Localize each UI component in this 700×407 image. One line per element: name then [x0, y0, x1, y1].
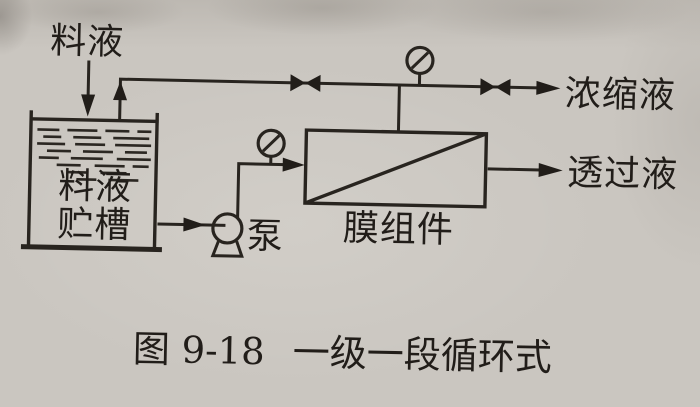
feed-tank: 料液 贮槽 — [20, 110, 162, 253]
pump-pedestal — [210, 240, 244, 258]
valve-icon — [305, 74, 321, 92]
recycle-line — [118, 77, 539, 120]
valve-icon — [480, 78, 496, 96]
liquid-level-hatching — [37, 128, 152, 182]
figure-number: 图 9-18 — [132, 327, 265, 373]
membrane-module-icon — [303, 128, 489, 209]
figure-title: 一级一段循环式 — [292, 331, 552, 379]
tank-rim — [29, 117, 159, 124]
feed-label: 料液 — [50, 21, 125, 64]
permeate-line — [487, 167, 541, 172]
pressure-gauge-icon — [405, 45, 435, 76]
gauge-needle — [261, 134, 281, 153]
feed-stream: 料液 — [50, 21, 125, 117]
pump-discharge-line — [236, 157, 305, 218]
valve-icon — [290, 74, 306, 92]
concentrate-label: 浓缩液 — [564, 73, 676, 116]
membrane-module: 膜组件 — [303, 128, 489, 251]
arrow-right-icon — [536, 80, 561, 95]
pump-icon — [211, 212, 244, 245]
pressure-gauge-inlet — [256, 128, 286, 165]
valve-concentrate — [480, 78, 511, 96]
arrow-right-icon — [183, 217, 206, 232]
tank-left-wall — [26, 110, 34, 248]
pressure-gauge-retentate — [405, 45, 435, 86]
membrane-diagonal — [304, 132, 488, 205]
gauge-needle — [410, 51, 430, 70]
retentate-riser-line — [396, 84, 401, 133]
pump: 泵 — [210, 212, 284, 258]
valve-icon — [495, 78, 511, 96]
arrow-right-icon — [538, 162, 563, 177]
membrane-module-label: 膜组件 — [342, 208, 454, 251]
tank-label-line1: 料液 — [58, 166, 133, 209]
arrow-up-icon — [113, 81, 128, 101]
tank-label-line2: 贮槽 — [57, 204, 132, 247]
recirculation-pipe — [113, 77, 539, 120]
tank-right-wall — [152, 112, 159, 250]
pump-label: 泵 — [246, 216, 284, 258]
tank-bottom — [20, 244, 162, 253]
arrow-down-icon — [81, 94, 96, 117]
arrow-right-icon — [282, 157, 305, 172]
feed-line — [86, 60, 91, 99]
valve-recycle — [290, 74, 321, 92]
pressure-gauge-icon — [256, 128, 286, 158]
discharge-line — [236, 162, 285, 218]
figure-caption: 图 9-18 一级一段循环式 — [132, 327, 552, 379]
concentrate-stream: 浓缩液 — [536, 73, 676, 117]
permeate-label: 透过液 — [567, 153, 679, 196]
permeate-stream: 透过液 — [487, 153, 679, 196]
